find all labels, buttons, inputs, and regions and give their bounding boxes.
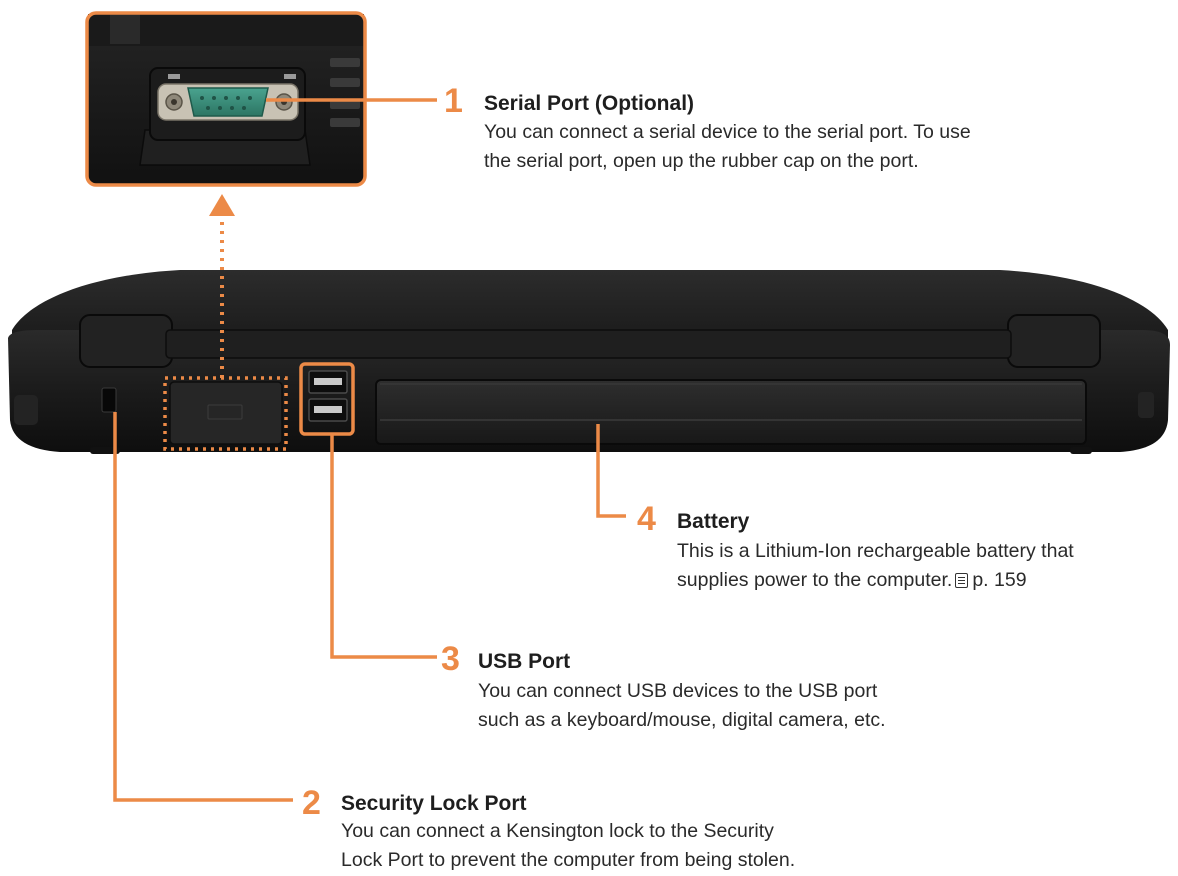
security-lock-slot xyxy=(101,387,117,413)
callout-number: 1 xyxy=(444,82,463,120)
right-hinge xyxy=(1007,314,1101,368)
callout-description: You can connect a serial device to the s… xyxy=(484,118,971,176)
leader-line-3 xyxy=(330,434,437,659)
description-line: supplies power to the computer.p. 159 xyxy=(677,569,1027,591)
usb-highlight xyxy=(299,362,355,436)
leader-line-4 xyxy=(596,424,626,518)
description-line: You can connect a Kensington lock to the… xyxy=(341,820,774,842)
callout-description: You can connect a Kensington lock to the… xyxy=(341,817,795,875)
page-reference-icon xyxy=(955,573,969,588)
serial-port-cap xyxy=(169,381,283,445)
battery-pack xyxy=(375,379,1087,445)
description-line: You can connect a serial device to the s… xyxy=(484,121,971,143)
hinge-bar xyxy=(165,329,1012,359)
laptop-body xyxy=(8,270,1170,454)
callout-description: You can connect USB devices to the USB p… xyxy=(478,677,886,735)
callout-title: Battery xyxy=(677,510,750,533)
callout-title: USB Port xyxy=(478,650,571,673)
callout-title: Serial Port (Optional) xyxy=(484,92,695,115)
page-reference[interactable]: p. 159 xyxy=(972,569,1027,591)
description-line: You can connect USB devices to the USB p… xyxy=(478,680,878,702)
serial-port-closeup xyxy=(88,14,364,184)
description-line: Lock Port to prevent the computer from b… xyxy=(341,849,796,871)
description-line: such as a keyboard/mouse, digital camera… xyxy=(478,709,886,731)
callout-number: 2 xyxy=(302,784,321,822)
callout-title: Security Lock Port xyxy=(341,792,527,815)
left-hinge xyxy=(79,314,173,368)
description-line: This is a Lithium-Ion rechargeable batte… xyxy=(677,540,1074,562)
callout-number: 3 xyxy=(441,640,460,678)
callout-number: 4 xyxy=(637,500,656,538)
arrow-head xyxy=(209,194,235,216)
description-line: the serial port, open up the rubber cap … xyxy=(484,150,919,172)
leader-line-2 xyxy=(113,412,293,802)
callout-description: This is a Lithium-Ion rechargeable batte… xyxy=(677,537,1074,595)
usb-ports xyxy=(308,370,348,422)
